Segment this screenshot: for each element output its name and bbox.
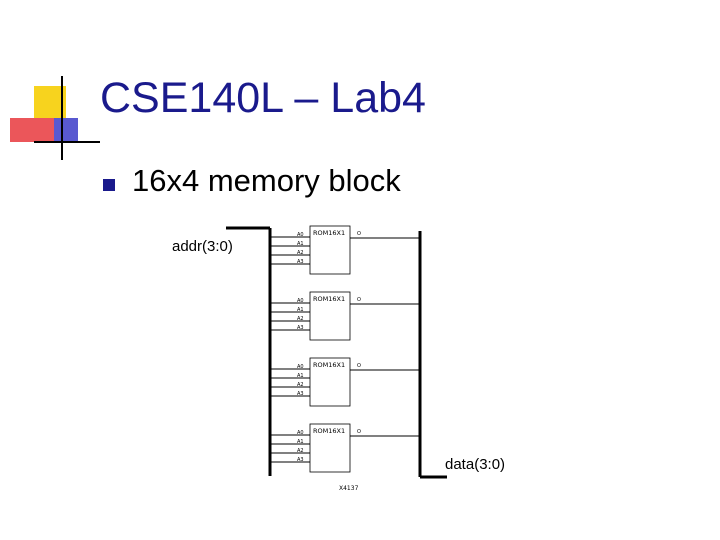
rom-output-pin-label: O (357, 297, 361, 303)
rom-block (309, 291, 351, 341)
data-bus-label: data(3:0) (445, 456, 505, 473)
rom-input-pin-label: A3 (297, 325, 304, 331)
footer-label: X4137 (339, 485, 359, 492)
rom-input-pin-label: A1 (297, 373, 304, 379)
rom-input-pin-label: A2 (297, 316, 304, 322)
rom-input-pin-label: A3 (297, 391, 304, 397)
logo-blue-square (54, 118, 78, 142)
rom-input-pin-label: A3 (297, 259, 304, 265)
rom-block-title: ROM16X1 (313, 229, 345, 237)
logo-yellow-square (34, 86, 66, 118)
rom-input-pin-label: A2 (297, 448, 304, 454)
rom-input-pin-label: A0 (297, 364, 304, 370)
rom-input-pin-label: A0 (297, 430, 304, 436)
rom-input-pin-label: A0 (297, 298, 304, 304)
rom-block-title: ROM16X1 (313, 427, 345, 435)
rom-block-title: ROM16X1 (313, 361, 345, 369)
rom-input-pin-label: A1 (297, 241, 304, 247)
rom-input-pin-label: A1 (297, 439, 304, 445)
slide-logo (10, 76, 100, 160)
bullet-item: 16x4 memory block (132, 163, 401, 198)
rom-block-title: ROM16X1 (313, 295, 345, 303)
rom-output-pin-label: O (357, 429, 361, 435)
rom-input-pin-label: A3 (297, 457, 304, 463)
rom-input-pin-label: A1 (297, 307, 304, 313)
bullet-square-icon (103, 179, 115, 191)
rom-block (309, 357, 351, 407)
rom-block (309, 423, 351, 473)
slide-title: CSE140L – Lab4 (100, 74, 426, 122)
rom-input-pin-label: A0 (297, 232, 304, 238)
logo-red-square (10, 118, 54, 142)
rom-block (309, 225, 351, 275)
addr-bus-label: addr(3:0) (172, 238, 233, 255)
rom-input-pin-label: A2 (297, 382, 304, 388)
rom-output-pin-label: O (357, 231, 361, 237)
rom-output-pin-label: O (357, 363, 361, 369)
rom-input-pin-label: A2 (297, 250, 304, 256)
